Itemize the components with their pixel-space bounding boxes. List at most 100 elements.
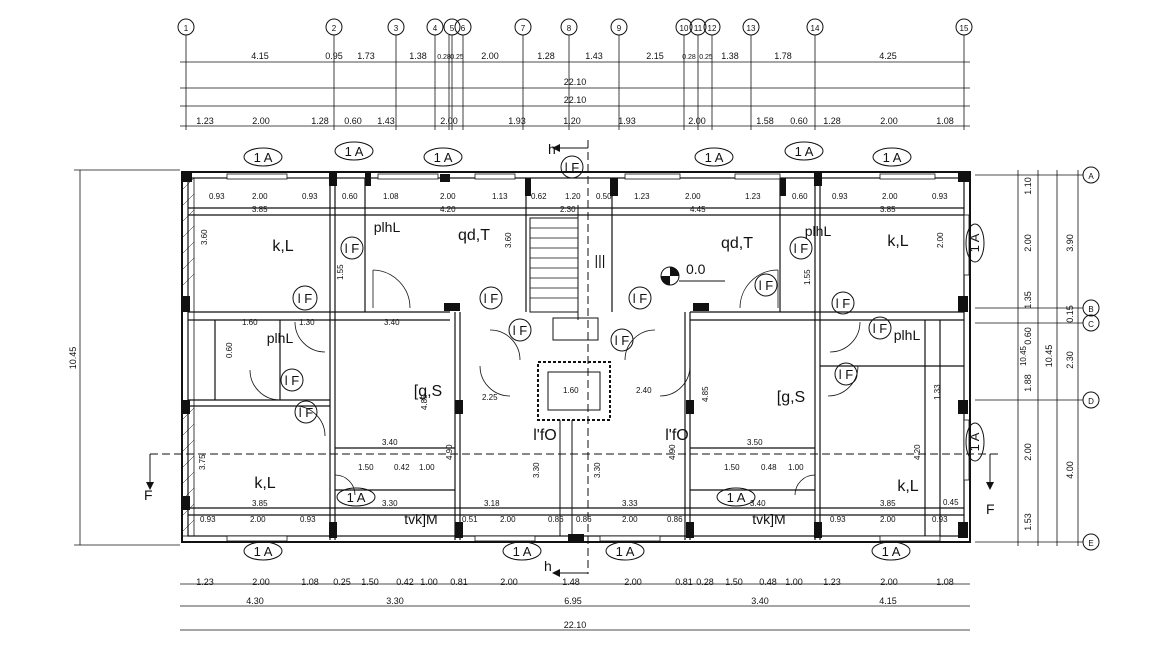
- window-tag: 1 A: [423, 147, 463, 167]
- inner-dim: 0.93: [832, 192, 848, 201]
- dim-label: 1.23: [823, 577, 841, 587]
- grid-label: 11: [694, 24, 703, 33]
- dim-label: 2.00: [500, 577, 518, 587]
- dim-label: 1.23: [196, 577, 214, 587]
- window-tag: 1 A: [502, 541, 542, 561]
- window-tag: 1 A: [336, 487, 376, 507]
- inner-dim: 0.50: [596, 192, 612, 201]
- dim-label: 1.53: [1023, 513, 1033, 531]
- inner-dim: 0.42: [394, 463, 410, 472]
- grid-bubble: 15: [955, 18, 973, 36]
- inner-dim: 0.48: [761, 463, 777, 472]
- dim-total-label: 22.10: [564, 620, 587, 630]
- inner-dim: 1.55: [336, 264, 345, 280]
- dim-label: 1.38: [409, 51, 427, 61]
- inner-dim: 1.00: [788, 463, 804, 472]
- dim-label: 2.00: [880, 577, 898, 587]
- inner-dim: 3.40: [382, 438, 398, 447]
- inner-dim: 1.13: [492, 192, 508, 201]
- dim-label: 1.20: [563, 116, 581, 126]
- dim-label: 0.60: [790, 116, 808, 126]
- inner-dim: 1.20: [565, 192, 581, 201]
- grid-bubble: 8: [560, 18, 578, 36]
- inner-dim: 1.60: [563, 386, 579, 395]
- inner-dim: 1.08: [383, 192, 399, 201]
- dim-label: 1.23: [196, 116, 214, 126]
- dim-label: 1.48: [562, 577, 580, 587]
- dim-label: 1.10: [1023, 177, 1033, 195]
- window-tag: 1 A: [784, 141, 824, 161]
- inner-dim: 4.85: [701, 386, 710, 402]
- door-tag-label: l F: [285, 373, 300, 388]
- dim-label: 6.95: [564, 596, 582, 606]
- door-tag-label: l F: [345, 241, 360, 256]
- door-tag-label: l F: [484, 291, 499, 306]
- dim-label: 1.00: [785, 577, 803, 587]
- level-marker: 0.0: [660, 261, 725, 286]
- room-label-bath: plhL: [805, 223, 832, 239]
- grid-leaders: [185, 35, 965, 130]
- inner-dim: 1.55: [803, 269, 812, 285]
- inner-dim: 3.40: [750, 499, 766, 508]
- dim-label: 1.50: [725, 577, 743, 587]
- dim-label: 1.78: [774, 51, 792, 61]
- room-label-bath: plhL: [374, 219, 401, 235]
- door-tag-label: l F: [839, 367, 854, 382]
- lift-shaft: [537, 361, 611, 536]
- inner-dim: 0.93: [302, 192, 318, 201]
- window-tag: 1 A: [243, 147, 283, 167]
- room-label-living: [g,S: [414, 383, 442, 400]
- dim-label: 1.28: [311, 116, 329, 126]
- inner-dim: 0.93: [209, 192, 225, 201]
- grid-bubble: D: [1082, 391, 1100, 409]
- door-tag-label: l F: [615, 333, 630, 348]
- inner-dim: 2.00: [880, 515, 896, 524]
- windows: [226, 173, 970, 542]
- grid-bubble: C: [1082, 314, 1100, 332]
- room-label-living: [g,S: [777, 389, 805, 406]
- inner-dims: 0.93 2.00 0.93 0.60 1.08 2.00 1.13 0.62 …: [198, 192, 959, 524]
- inner-dim: 3.75: [198, 454, 207, 470]
- dim-label: 2.30: [1065, 351, 1075, 369]
- left-dimension: 10.45: [68, 169, 180, 546]
- door-tag-label: l F: [513, 323, 528, 338]
- dim-label: 2.00: [481, 51, 499, 61]
- window-tag-label: 1 A: [513, 544, 532, 559]
- inner-dim: 0.93: [932, 515, 948, 524]
- bottom-dimensions: [180, 583, 970, 631]
- dim-total-label: 22.10: [564, 95, 587, 105]
- inner-dim: 0.60: [792, 192, 808, 201]
- inner-dim: 2.25: [482, 393, 498, 402]
- door-tag-label: l F: [299, 405, 314, 420]
- top-dimensions: [180, 61, 970, 127]
- grid-bubble: E: [1082, 533, 1100, 551]
- dim-label: 3.40: [751, 596, 769, 606]
- grid-bubble: A: [1082, 166, 1100, 184]
- window-tag-label: 1 A: [347, 490, 366, 505]
- window-tag: 1 A: [871, 541, 911, 561]
- dim-label: 1.43: [377, 116, 395, 126]
- dim-label: 0.25: [699, 54, 713, 61]
- grid-bubble: 4: [426, 18, 444, 36]
- window-tag-label: 1 A: [345, 144, 364, 159]
- room-label-bedroom: k,L: [272, 238, 293, 255]
- grid-bubble: 1: [177, 18, 195, 36]
- grid-label: C: [1088, 320, 1094, 329]
- inner-dim: 2.00: [685, 192, 701, 201]
- section-label: h: [548, 141, 556, 157]
- inner-dim: 1.23: [745, 192, 761, 201]
- inner-dim: 0.60: [225, 342, 234, 358]
- room-labels: k,L k,L k,L k,L qd,T qd,T [g,S [g,S plhL…: [254, 219, 920, 527]
- dim-label: 4.15: [251, 51, 269, 61]
- grid-bubble: B: [1082, 299, 1100, 317]
- door-tag: l F: [834, 362, 858, 386]
- staircase: [529, 205, 599, 341]
- dim-label: 1.08: [936, 577, 954, 587]
- window-tag-label: 1 A: [254, 544, 273, 559]
- dim-label: 4.25: [879, 51, 897, 61]
- section-label: F: [144, 487, 153, 503]
- bottom-dim-row1: 1.23 2.00 1.08 0.25 1.50 0.42 1.00 0.81 …: [196, 577, 954, 587]
- inner-dim: 3.85: [880, 499, 896, 508]
- grid-label: A: [1088, 172, 1094, 181]
